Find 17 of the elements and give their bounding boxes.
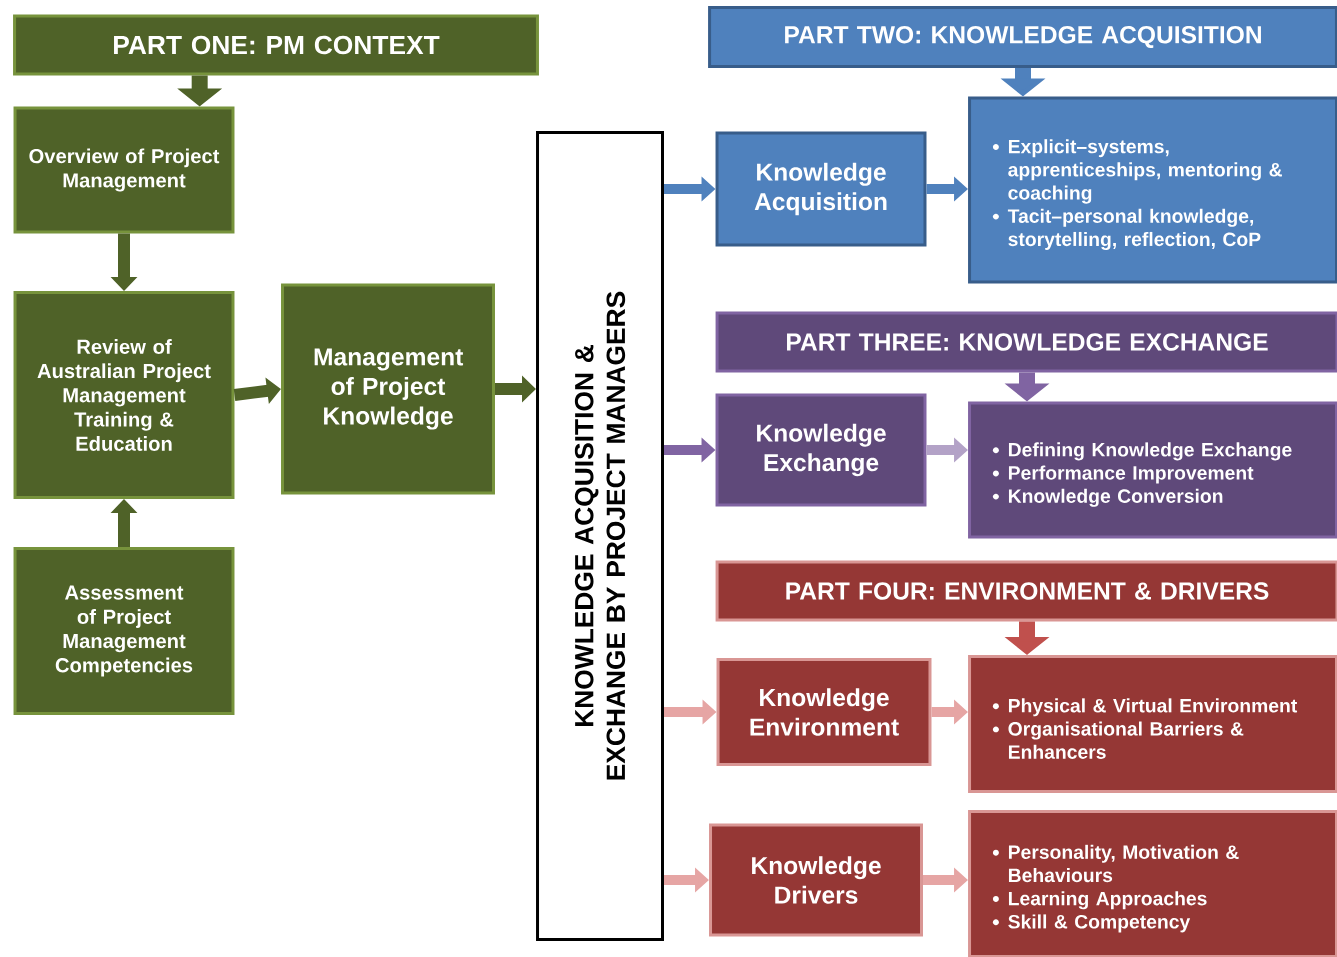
banner-box: PART THREE: KNOWLEDGE EXCHANGE xyxy=(715,311,1337,373)
banner-box: PART FOUR: ENVIRONMENT & DRIVERS xyxy=(715,560,1337,622)
banner-box: PART TWO: KNOWLEDGE ACQUISITION xyxy=(708,6,1337,68)
bullet-list-box: Defining Knowledge Exchange Performance Improvement Knowledge Conversion xyxy=(968,401,1337,539)
process-box: Overview of Project Management xyxy=(13,106,235,234)
process-box: Management of Project Knowledge xyxy=(281,283,495,495)
process-box: Knowledge Environment xyxy=(716,658,932,766)
bullet-list-box: Physical & Virtual Environment Organisational Barriers & Enhancers xyxy=(968,655,1337,793)
process-box: Knowledge Drivers xyxy=(709,823,923,937)
process-box: Review of Australian Project Management Training & Education xyxy=(13,291,235,499)
process-box: Knowledge Acquisition xyxy=(715,131,927,247)
banner-box: PART ONE: PM CONTEXT xyxy=(13,14,539,76)
bullet-list-box: Explicit–systems, apprenticeships, mentoring & coaching Tacit–personal knowledge, storytelling, reflection, CoP xyxy=(968,96,1337,284)
vertical-text-box: KNOWLEDGE ACQUISITION & EXCHANGE BY PROJECT MANAGERS xyxy=(536,131,664,941)
bullet-list-box: Personality, Motivation & Behaviours Learning Approaches Skill & Competency xyxy=(968,810,1337,957)
process-box: Knowledge Exchange xyxy=(715,393,927,507)
process-box: Assessment of Project Management Competencies xyxy=(13,547,235,715)
